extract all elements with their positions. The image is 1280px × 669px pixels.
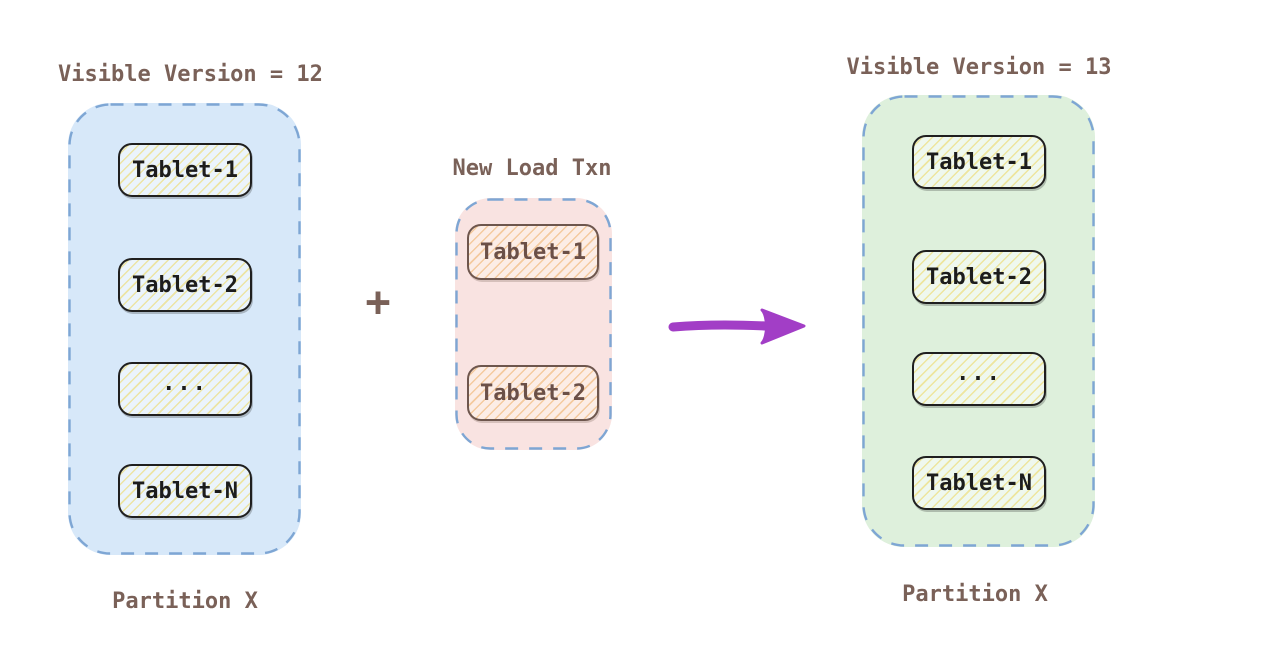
- after-tablet-ellipsis: ...: [912, 352, 1046, 406]
- before-partition-container: Tablet-1 Tablet-2 ... Tablet-N: [68, 103, 301, 555]
- after-version-title: Visible Version = 13: [846, 55, 1112, 80]
- after-tablet-2: Tablet-2: [912, 250, 1046, 304]
- before-version-title: Visible Version = 12: [58, 62, 323, 87]
- after-tablet-n: Tablet-N: [912, 456, 1046, 510]
- before-tablet-1: Tablet-1: [118, 143, 252, 197]
- plus-operator: +: [365, 277, 391, 326]
- dashed-border: [862, 95, 1095, 547]
- before-tablet-n: Tablet-N: [118, 464, 252, 518]
- txn-tablet-2: Tablet-2: [467, 365, 599, 421]
- after-partition-container: Tablet-1 Tablet-2 ... Tablet-N: [862, 95, 1095, 547]
- after-partition-caption: Partition X: [902, 582, 1048, 607]
- tablet-label: Tablet-2: [132, 272, 238, 298]
- before-tablet-ellipsis: ...: [118, 362, 252, 416]
- tablet-label: ...: [162, 370, 208, 396]
- dashed-border: [68, 103, 301, 555]
- before-tablet-2: Tablet-2: [118, 258, 252, 312]
- before-partition-caption: Partition X: [112, 589, 258, 614]
- txn-tablet-1: Tablet-1: [467, 224, 599, 280]
- txn-title: New Load Txn: [452, 156, 612, 181]
- tablet-label: Tablet-1: [926, 149, 1032, 175]
- tablet-label: Tablet-1: [132, 157, 238, 183]
- tablet-label: Tablet-2: [480, 380, 586, 406]
- tablet-label: Tablet-N: [132, 478, 238, 504]
- after-tablet-1: Tablet-1: [912, 135, 1046, 189]
- txn-container: Tablet-1 Tablet-2: [455, 198, 612, 450]
- arrow-right-icon: [668, 308, 806, 345]
- tablet-label: Tablet-2: [926, 264, 1032, 290]
- dashed-border: [455, 198, 612, 450]
- tablet-label: Tablet-N: [926, 470, 1032, 496]
- tablet-label: Tablet-1: [480, 239, 586, 265]
- tablet-label: ...: [956, 360, 1002, 386]
